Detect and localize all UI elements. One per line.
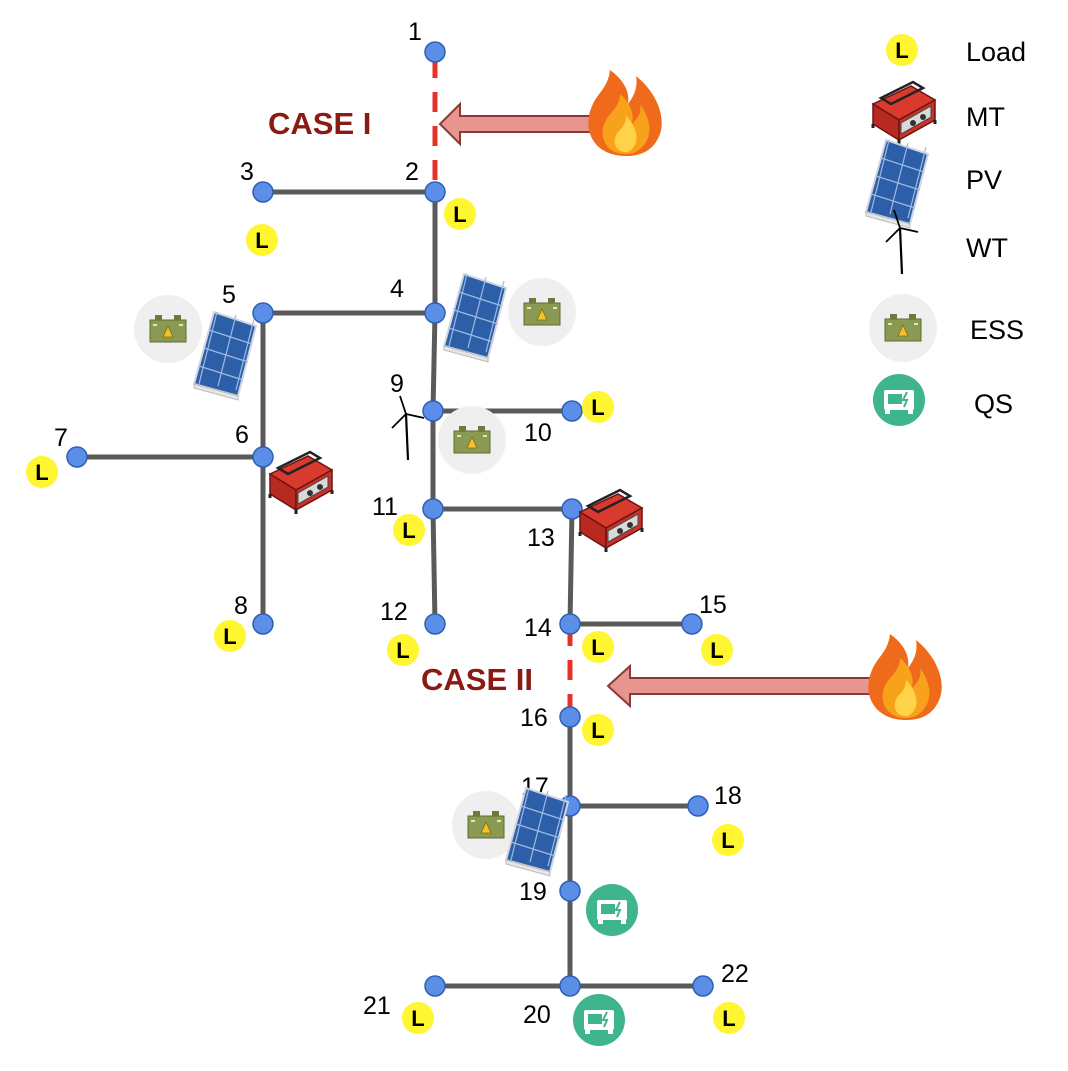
bus-node-13 [561,498,583,520]
bus-node-4 [424,302,446,324]
pv-icon [193,311,257,401]
qs-icon [585,883,639,937]
branch-line-13-14 [567,506,575,627]
bus-node-22 [692,975,714,997]
load-icon [701,634,733,666]
bus-label-20: 20 [523,1001,551,1029]
bus-label-5: 5 [222,281,236,309]
bus-label-3: 3 [240,158,254,186]
legend-mt-icon [871,80,937,146]
bus-label-1: 1 [408,18,422,46]
bus-node-15 [681,613,703,635]
legend-label-mt: MT [966,102,1005,132]
qs-icon [572,993,626,1047]
bus-label-15: 15 [699,591,727,619]
bus-node-16 [559,706,581,728]
load-icon [582,631,614,663]
load-icon [713,1002,745,1034]
load-icon [582,391,614,423]
pv-icon [505,787,569,877]
bus-label-4: 4 [390,275,404,303]
bus-label-22: 22 [721,960,749,988]
bus-node-8 [252,613,274,635]
branch-line-4-9 [430,310,438,414]
bus-label-9: 9 [390,370,404,398]
load-icon [582,714,614,746]
bus-node-18 [687,795,709,817]
bus-node-7 [66,446,88,468]
bus-node-9 [422,400,444,422]
bus-label-2: 2 [405,158,419,186]
bus-label-6: 6 [235,421,249,449]
load-icon [26,456,58,488]
bus-label-19: 19 [519,878,547,906]
bus-nodes [66,41,714,997]
bus-node-2 [424,181,446,203]
ess-icon [437,405,507,475]
load-icon [214,620,246,652]
bus-label-10: 10 [524,419,552,447]
load-icon [712,824,744,856]
bus-label-14: 14 [524,614,552,642]
legend-load-icon [886,34,918,66]
bus-node-12 [424,613,446,635]
case-1-arrow [438,101,593,147]
bus-node-19 [559,880,581,902]
pv-icons [193,273,569,877]
bus-node-5 [252,302,274,324]
fire-icon [868,634,942,720]
bus-label-16: 16 [520,704,548,732]
case-2-arrow [606,663,873,709]
bus-node-14 [559,613,581,635]
load-icon [387,634,419,666]
legend-label-wt: WT [966,233,1008,263]
qs-icons [572,883,639,1047]
legend-label-pv: PV [966,165,1002,195]
legend-label-qs: QS [974,389,1013,419]
bus-node-11 [422,498,444,520]
branch-lines [74,189,706,989]
bus-label-11: 11 [372,493,398,521]
mt-icon [578,488,644,554]
load-icon [402,1002,434,1034]
pv-icon [443,273,507,363]
fault-lines [432,58,573,712]
bus-label-8: 8 [234,592,248,620]
legend-pv-icon [865,139,929,229]
wt-icon [390,394,426,462]
legend-ess-icon [868,293,938,363]
bus-node-3 [252,181,274,203]
bus-label-12: 12 [380,598,408,626]
bus-node-20 [559,975,581,997]
branch-line-11-12 [430,506,438,627]
mt-icon [268,450,334,516]
ess-icon [507,277,577,347]
legend: Load MT PV WT ESS QS [865,34,1026,427]
bus-node-10 [561,400,583,422]
bus-label-18: 18 [714,782,742,810]
case-2-label: CASE II [421,662,533,697]
bus-label-13: 13 [527,524,555,552]
load-icon [444,198,476,230]
bus-node-1 [424,41,446,63]
legend-label-load: Load [966,37,1026,67]
legend-label-ess: ESS [970,315,1024,345]
bus-label-7: 7 [54,424,68,452]
load-icon [246,224,278,256]
fire-icon [588,70,662,156]
bus-node-6 [252,446,274,468]
ess-icon [133,294,203,364]
bus-label-21: 21 [363,992,391,1020]
legend-qs-icon [872,373,926,427]
bus-node-21 [424,975,446,997]
load-icon [393,514,425,546]
case-1-label: CASE I [268,106,371,141]
